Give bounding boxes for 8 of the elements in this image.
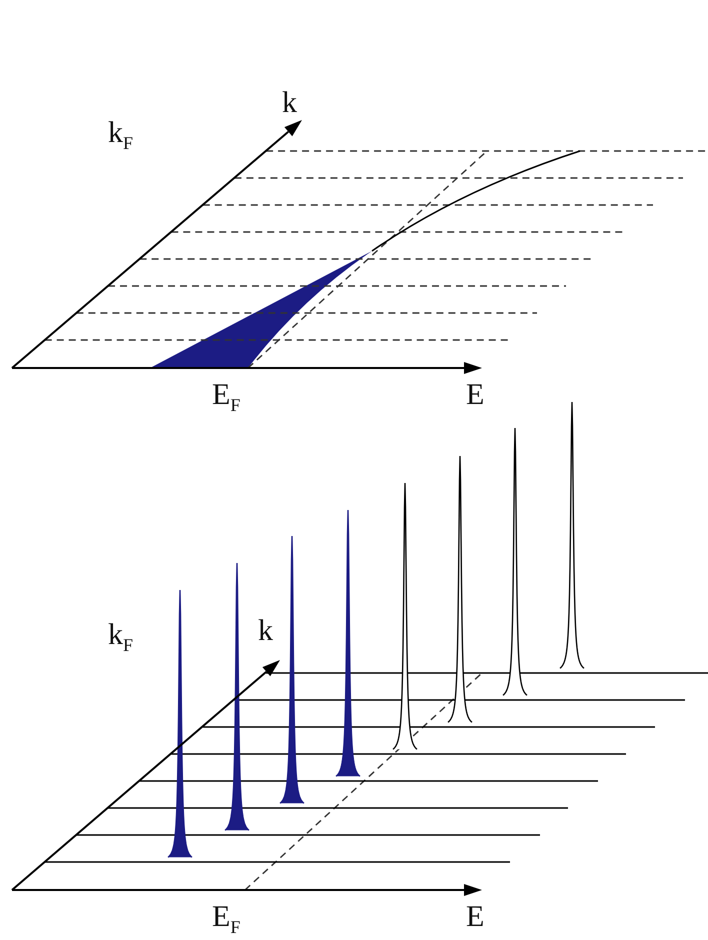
axis-label: E$_{F}$ [212,902,240,936]
axis-label: k$_{F}$ [108,620,134,654]
axis-label: E$_{F}$ [212,380,240,414]
axis-label: E [466,902,484,932]
axis-label: k [282,88,297,118]
axis-label: k$_{F}$ [108,118,134,152]
axis-label: E [466,380,484,410]
axis-label: k [258,616,273,646]
